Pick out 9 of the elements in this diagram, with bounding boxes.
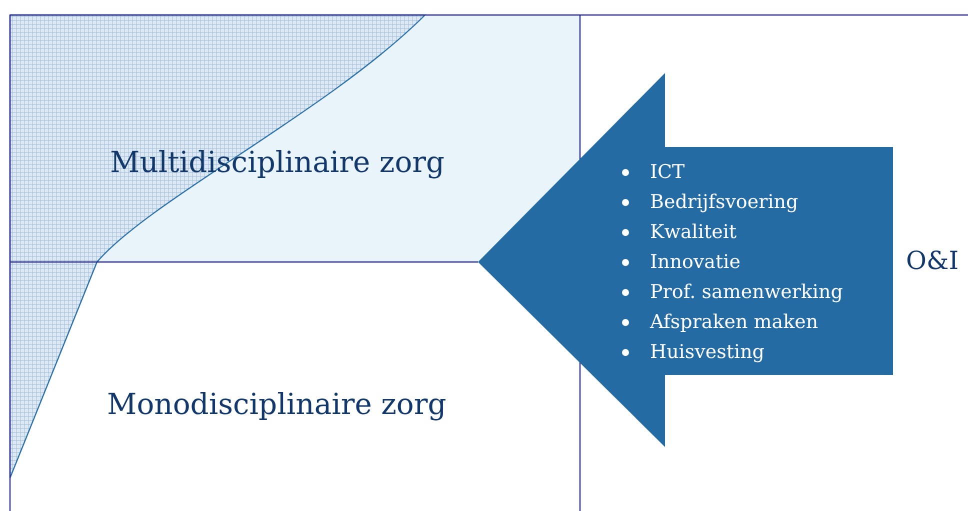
list-item-text: Huisvesting — [650, 341, 764, 363]
list-item-text: Prof. samenwerking — [650, 281, 843, 303]
list-item-text: ICT — [650, 161, 685, 183]
region-label: Monodisciplinaire zorg — [107, 387, 446, 421]
list-item-text: Innovatie — [650, 251, 740, 273]
list-item-text: Kwaliteit — [650, 221, 737, 243]
list-item-text: Bedrijfsvoering — [650, 191, 798, 213]
side-label: O&I — [906, 246, 959, 275]
list-item-text: Afspraken maken — [650, 311, 818, 333]
